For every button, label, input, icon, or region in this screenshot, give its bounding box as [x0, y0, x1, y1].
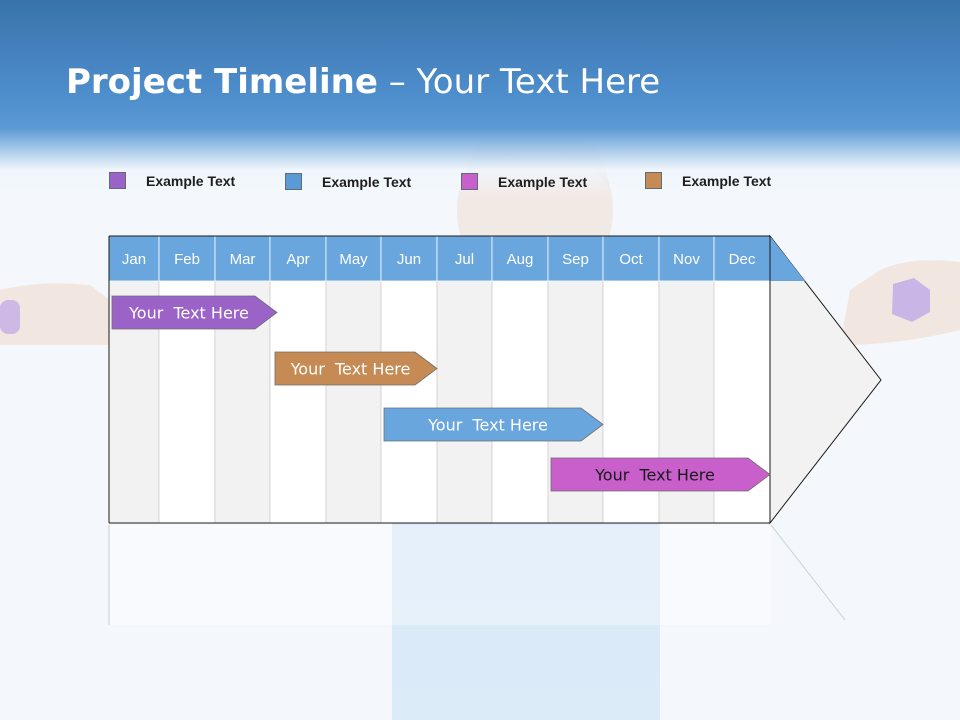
legend-label: Example Text: [146, 173, 236, 189]
month-header: [547, 235, 604, 282]
month-header: [325, 235, 382, 282]
month-header: [713, 235, 771, 282]
task-bar: [111, 295, 278, 330]
month-header: [602, 235, 660, 282]
month-column: [380, 280, 438, 524]
month-label: Sep: [562, 251, 589, 268]
month-label: Mar: [230, 251, 256, 268]
month-header: [658, 235, 715, 282]
month-label: Oct: [619, 251, 643, 268]
month-label: May: [339, 251, 368, 268]
legend-label: Example Text: [682, 173, 772, 189]
month-header: [214, 235, 271, 282]
title-rest: – Your Text Here: [377, 62, 661, 102]
month-label: Jun: [397, 251, 421, 268]
task-bar-label: Your Text Here: [427, 416, 548, 435]
task-bar: [383, 407, 604, 442]
month-column: [325, 280, 382, 524]
task-bar-label: Your Text Here: [594, 466, 715, 485]
month-header: [269, 235, 327, 282]
month-label: Jul: [455, 251, 474, 268]
legend-swatch: [285, 173, 302, 190]
month-label: Aug: [507, 251, 534, 268]
legend-label: Example Text: [322, 174, 412, 190]
month-label: Apr: [286, 251, 309, 268]
month-column: [491, 280, 549, 524]
legend-swatch: [645, 172, 662, 189]
month-column: [269, 280, 327, 524]
slide-title: Project Timeline – Your Text Here: [66, 58, 660, 106]
month-label: Jan: [122, 251, 146, 268]
month-column: [436, 280, 493, 524]
legend-swatch: [461, 173, 478, 190]
month-header: [491, 235, 549, 282]
title-bold: Project Timeline: [66, 62, 378, 102]
task-bar-label: Your Text Here: [290, 360, 411, 379]
month-header: [380, 235, 438, 282]
legend-swatch: [109, 172, 126, 189]
month-header: [436, 235, 493, 282]
month-label: Dec: [729, 251, 756, 268]
task-bar: [274, 351, 438, 386]
month-label: Nov: [673, 251, 700, 268]
header-band: [0, 0, 960, 200]
month-label: Feb: [174, 251, 200, 268]
legend-label: Example Text: [498, 174, 588, 190]
task-bar-label: Your Text Here: [128, 304, 249, 323]
timeline-arrowhead-header: [770, 236, 805, 281]
task-bar: [550, 457, 771, 492]
